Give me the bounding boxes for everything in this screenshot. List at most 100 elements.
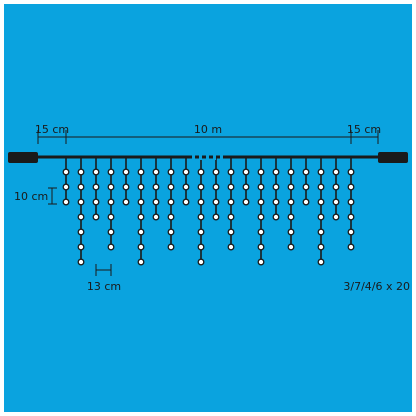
bulb (332, 198, 340, 206)
bulb (272, 198, 280, 206)
bulb (317, 198, 325, 206)
bulb (227, 168, 235, 176)
bulb (152, 168, 160, 176)
bulb (77, 198, 85, 206)
main-length-label: 10 m (194, 123, 222, 136)
bulb (317, 168, 325, 176)
right-end-plug (378, 152, 408, 163)
bulb (77, 168, 85, 176)
bulb (152, 213, 160, 221)
bulb (242, 183, 250, 191)
bulb (107, 228, 115, 236)
left-lead-length-label: 15 cm (35, 123, 69, 136)
bulb (347, 228, 355, 236)
bulb (317, 183, 325, 191)
bulb (287, 183, 295, 191)
bulb (197, 168, 205, 176)
cable-segment-gap (192, 154, 195, 160)
bulb (167, 198, 175, 206)
bulb (197, 183, 205, 191)
bulb (137, 228, 145, 236)
bulb (107, 168, 115, 176)
cable-segment-gap (213, 154, 216, 160)
bulb (257, 243, 265, 251)
bulb (272, 183, 280, 191)
bulb (167, 213, 175, 221)
bulb (197, 243, 205, 251)
bulb (347, 168, 355, 176)
bulb (287, 213, 295, 221)
bulb (92, 183, 100, 191)
left-end-plug (8, 152, 38, 163)
bulb (62, 168, 70, 176)
bulb (182, 183, 190, 191)
bulb (227, 198, 235, 206)
bulb (257, 228, 265, 236)
bulb (167, 243, 175, 251)
bulb (317, 228, 325, 236)
bulb (347, 183, 355, 191)
bulb (77, 258, 85, 266)
bulb (317, 258, 325, 266)
bulb (257, 258, 265, 266)
bulb (242, 198, 250, 206)
bulb (197, 228, 205, 236)
bulb (212, 183, 220, 191)
bulb (137, 168, 145, 176)
bulb (107, 243, 115, 251)
bulb (317, 243, 325, 251)
bulb (197, 213, 205, 221)
bulb (137, 258, 145, 266)
bulb (287, 168, 295, 176)
bulb (92, 213, 100, 221)
bulb (347, 243, 355, 251)
bulb (137, 213, 145, 221)
bulb (227, 243, 235, 251)
bulb (77, 213, 85, 221)
bulb (62, 198, 70, 206)
bulb (332, 183, 340, 191)
bulb (287, 198, 295, 206)
bulb (272, 168, 280, 176)
bulb (212, 198, 220, 206)
horizontal-spacing-label: 13 cm (87, 280, 121, 293)
bulb (317, 213, 325, 221)
bulb (197, 258, 205, 266)
bulb (332, 168, 340, 176)
bulb (62, 183, 70, 191)
bulb (107, 183, 115, 191)
bulb (167, 228, 175, 236)
bulb (242, 168, 250, 176)
bulb (212, 168, 220, 176)
bulb (77, 243, 85, 251)
cable-segment-gap (206, 154, 209, 160)
cable-segment-gap (220, 154, 223, 160)
bulb (182, 168, 190, 176)
bulb (227, 183, 235, 191)
bulb (92, 168, 100, 176)
bulb (107, 213, 115, 221)
bulb (257, 213, 265, 221)
bulb (272, 213, 280, 221)
bulb (197, 198, 205, 206)
bulb (257, 183, 265, 191)
bulb (152, 198, 160, 206)
bulb (137, 198, 145, 206)
bulb (167, 168, 175, 176)
bulb (107, 198, 115, 206)
strand-pattern-label: 3/7/4/6 x 20 (343, 280, 410, 293)
bulb (122, 168, 130, 176)
bulb (227, 228, 235, 236)
bulb (332, 213, 340, 221)
bulb (287, 243, 295, 251)
bulb (302, 168, 310, 176)
bulb (287, 228, 295, 236)
bulb (227, 213, 235, 221)
bulb (257, 198, 265, 206)
bulb (92, 198, 100, 206)
bulb (347, 213, 355, 221)
bulb (347, 198, 355, 206)
